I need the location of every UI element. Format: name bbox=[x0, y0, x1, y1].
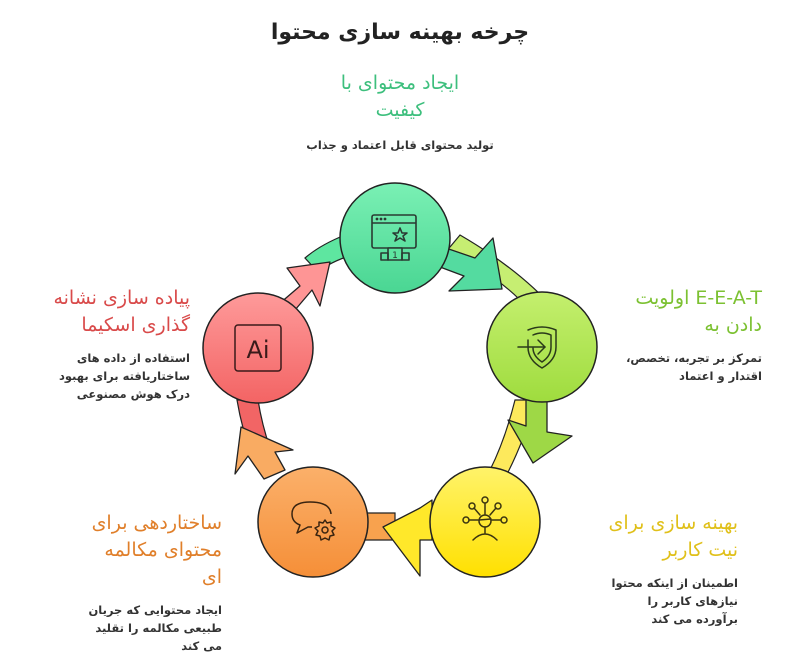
step-description: تولید محتوای قابل اعتماد و جذاب bbox=[306, 138, 494, 152]
step-description: ایجاد محتوایی که جریان طبیعی مکالمه را ت… bbox=[88, 603, 222, 653]
ai-box-icon: Ai bbox=[234, 324, 282, 372]
arrow-lime-to-yellow bbox=[489, 397, 573, 479]
step-description: اطمینان از اینکه محتوا نیازهای کاربر را … bbox=[611, 576, 738, 626]
diagram-title: چرخه بهینه سازی محتوا bbox=[270, 20, 530, 45]
step-description: تمرکز بر تجربه، تخصص، اقتدار و اعتماد bbox=[626, 351, 762, 383]
web-ranking-podium-icon bbox=[371, 214, 417, 261]
step-node-eeat bbox=[486, 291, 598, 403]
user-network-icon bbox=[462, 496, 508, 541]
step-node-quality-content: 1 bbox=[339, 182, 451, 294]
cycle-diagram: 1 bbox=[202, 182, 598, 578]
arrow-yellow-to-orange bbox=[364, 499, 433, 577]
step-node-conversational bbox=[257, 466, 369, 578]
arrow-orange-to-red bbox=[234, 399, 294, 480]
step-heading: E-E-A-T اولویت دادن به bbox=[635, 287, 762, 336]
step-heading: بهینه سازی برای نیت کاربر bbox=[608, 512, 738, 561]
step-label-user-intent: بهینه سازی برای نیت کاربر اطمینان از این… bbox=[578, 510, 738, 628]
step-heading: پیاده سازی نشانه گذاری اسکیما bbox=[53, 287, 190, 336]
ai-icon-text: Ai bbox=[246, 336, 269, 364]
step-node-user-intent bbox=[429, 466, 541, 578]
step-description: استفاده از داده های ساختاریافته برای بهب… bbox=[58, 351, 190, 401]
podium-number: 1 bbox=[392, 251, 398, 261]
shield-enter-icon bbox=[517, 326, 557, 369]
step-label-schema: پیاده سازی نشانه گذاری اسکیما استفاده از… bbox=[44, 285, 190, 403]
step-heading: ساختاردهی برای محتوای مکالمه ای bbox=[91, 512, 222, 588]
chat-gear-icon bbox=[291, 501, 336, 541]
step-label-eeat: E-E-A-T اولویت دادن به تمرکز بر تجربه، ت… bbox=[622, 285, 762, 385]
step-node-schema: Ai bbox=[202, 292, 314, 404]
step-label-conversational: ساختاردهی برای محتوای مکالمه ای ایجاد مح… bbox=[82, 510, 222, 655]
step-heading: ایجاد محتوای با کیفیت bbox=[340, 72, 460, 121]
step-label-quality-content: ایجاد محتوای با کیفیت تولید محتوای قابل … bbox=[300, 70, 500, 154]
